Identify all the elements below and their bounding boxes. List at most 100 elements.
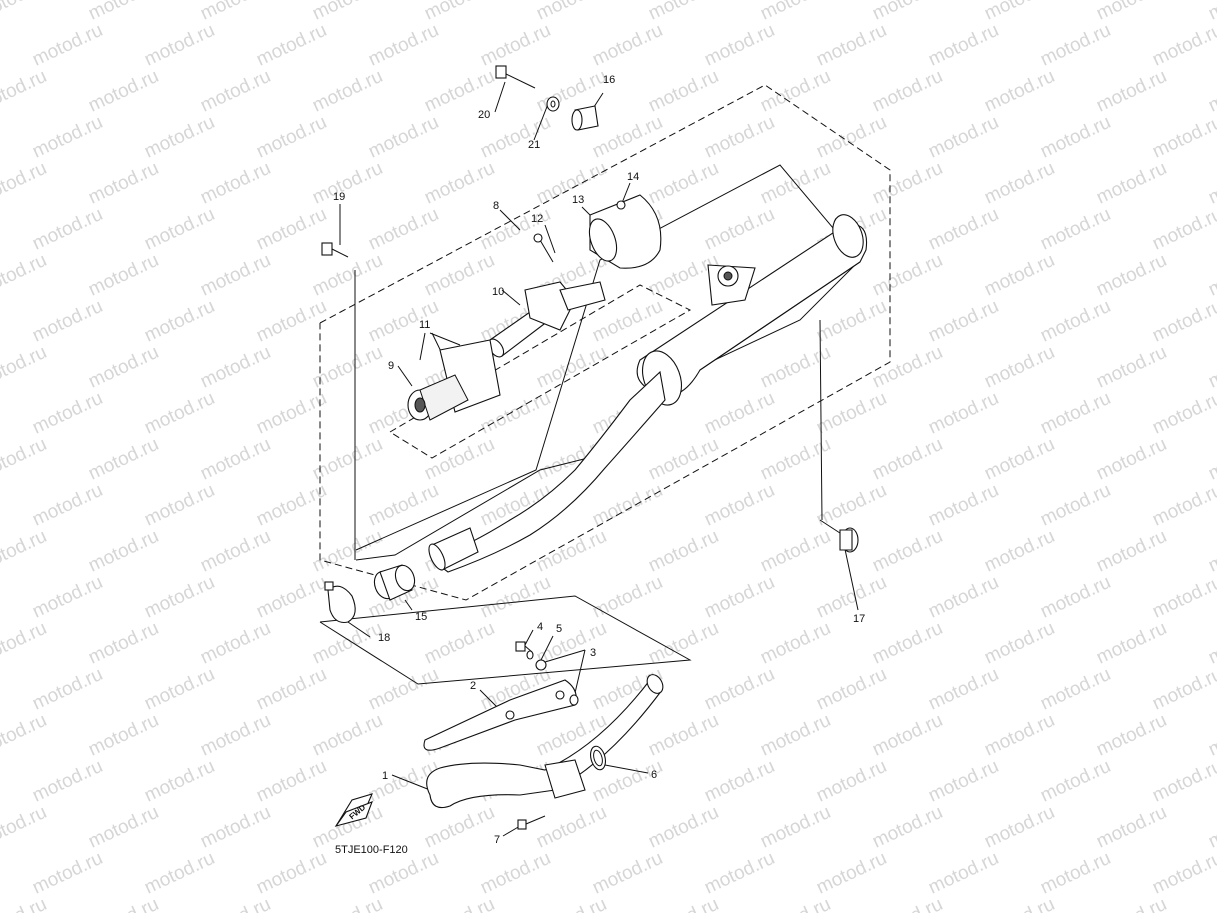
watermark-text: motod.ru bbox=[141, 756, 218, 807]
watermark-text: motod.ru bbox=[253, 388, 330, 439]
watermark-text: motod.ru bbox=[645, 158, 722, 209]
watermark-text: motod.ru bbox=[1093, 526, 1170, 577]
callout-13: 13 bbox=[572, 194, 584, 206]
callout-12: 12 bbox=[531, 213, 543, 225]
watermark-text: motod.ru bbox=[1205, 66, 1217, 117]
callout-21: 21 bbox=[528, 139, 540, 151]
watermark-text: motod.ru bbox=[365, 112, 442, 163]
watermark-text: motod.ru bbox=[1149, 112, 1217, 163]
gasket-6 bbox=[590, 745, 606, 771]
watermark-text: motod.ru bbox=[253, 756, 330, 807]
watermark-text: motod.ru bbox=[477, 20, 554, 71]
watermark-text: motod.ru bbox=[981, 250, 1058, 301]
watermark-text: motod.ru bbox=[141, 112, 218, 163]
watermark-text: motod.ru bbox=[1205, 526, 1217, 577]
callout-4: 4 bbox=[537, 621, 543, 633]
watermark-text: motod.ru bbox=[869, 250, 946, 301]
muffler-inner-outline bbox=[355, 164, 861, 561]
watermark-text: motod.ru bbox=[309, 710, 386, 761]
watermark-text: motod.ru bbox=[701, 664, 778, 715]
watermark-text: motod.ru bbox=[645, 710, 722, 761]
watermark-text: motod.ru bbox=[0, 894, 50, 913]
watermark-text: motod.ru bbox=[981, 66, 1058, 117]
watermark-text: motod.ru bbox=[197, 802, 274, 853]
watermark-text: motod.ru bbox=[253, 480, 330, 531]
watermark-text: motod.ru bbox=[1093, 66, 1170, 117]
watermark-text: motod.ru bbox=[309, 434, 386, 485]
watermark-text: motod.ru bbox=[85, 250, 162, 301]
watermark-text: motod.ru bbox=[925, 664, 1002, 715]
washer-5 bbox=[526, 650, 534, 660]
watermark-text: motod.ru bbox=[869, 894, 946, 913]
watermark-text: motod.ru bbox=[0, 342, 50, 393]
diagram-code: 5TJE100-F120 bbox=[335, 844, 408, 856]
watermark-text: motod.ru bbox=[1037, 664, 1114, 715]
watermark-text: motod.ru bbox=[365, 664, 442, 715]
watermark-text: motod.ru bbox=[869, 618, 946, 669]
watermark-text: motod.ru bbox=[253, 664, 330, 715]
watermark-text: motod.ru bbox=[253, 572, 330, 623]
watermark-text: motod.ru bbox=[589, 572, 666, 623]
callout-20: 20 bbox=[478, 109, 490, 121]
watermark-text: motod.ru bbox=[1037, 296, 1114, 347]
watermark-text: motod.ru bbox=[1037, 112, 1114, 163]
watermark-text: motod.ru bbox=[1205, 618, 1217, 669]
muffler-body bbox=[636, 214, 868, 406]
watermark-text: motod.ru bbox=[533, 342, 610, 393]
watermark-text: motod.ru bbox=[1093, 802, 1170, 853]
watermark-text: motod.ru bbox=[869, 526, 946, 577]
watermark-text: motod.ru bbox=[701, 480, 778, 531]
watermark-text: motod.ru bbox=[197, 158, 274, 209]
bolt-12 bbox=[533, 233, 554, 263]
watermark-text: motod.ru bbox=[1205, 250, 1217, 301]
callout-19: 19 bbox=[333, 191, 345, 203]
watermark-text: motod.ru bbox=[421, 894, 498, 913]
watermark-text: motod.ru bbox=[309, 894, 386, 913]
watermark-text: motod.ru bbox=[1037, 572, 1114, 623]
watermark-text: motod.ru bbox=[1037, 388, 1114, 439]
watermark-text: motod.ru bbox=[925, 20, 1002, 71]
watermark-text: motod.ru bbox=[701, 112, 778, 163]
watermark-text: motod.ru bbox=[1149, 572, 1217, 623]
watermark-text: motod.ru bbox=[813, 664, 890, 715]
watermark-text: motod.ru bbox=[1149, 20, 1217, 71]
watermark-text: motod.ru bbox=[421, 250, 498, 301]
watermark-text: motod.ru bbox=[981, 618, 1058, 669]
watermark-text: motod.ru bbox=[141, 388, 218, 439]
watermark-text: motod.ru bbox=[1093, 158, 1170, 209]
watermark-text: motod.ru bbox=[869, 158, 946, 209]
watermark-text: motod.ru bbox=[813, 756, 890, 807]
watermark-text: motod.ru bbox=[813, 112, 890, 163]
watermark-text: motod.ru bbox=[421, 802, 498, 853]
watermark-text: motod.ru bbox=[981, 710, 1058, 761]
watermark-text: motod.ru bbox=[29, 112, 106, 163]
watermark-text: motod.ru bbox=[197, 66, 274, 117]
assembly-outlines bbox=[319, 84, 891, 685]
callout-6: 6 bbox=[651, 769, 657, 781]
watermark-text: motod.ru bbox=[85, 618, 162, 669]
callout-8: 8 bbox=[493, 200, 499, 212]
watermark-text: motod.ru bbox=[701, 848, 778, 899]
watermark-text: motod.ru bbox=[1205, 802, 1217, 853]
watermark-text: motod.ru bbox=[589, 20, 666, 71]
washer-21 bbox=[546, 96, 560, 112]
watermark-text: motod.ru bbox=[309, 526, 386, 577]
watermark-text: motod.ru bbox=[197, 526, 274, 577]
watermark-text: motod.ru bbox=[533, 526, 610, 577]
watermark-text: motod.ru bbox=[197, 894, 274, 913]
watermark-text: motod.ru bbox=[29, 664, 106, 715]
callout-11: 11 bbox=[419, 319, 430, 331]
watermark-text: motod.ru bbox=[757, 66, 834, 117]
watermark-text: motod.ru bbox=[1149, 296, 1217, 347]
gasket-15 bbox=[373, 564, 416, 601]
watermark-text: motod.ru bbox=[645, 526, 722, 577]
watermark-text: motod.ru bbox=[701, 756, 778, 807]
watermark-text: motod.ru bbox=[813, 848, 890, 899]
spark-arrester-pipe bbox=[487, 281, 606, 358]
watermark-text: motod.ru bbox=[1205, 342, 1217, 393]
end-cap bbox=[588, 194, 662, 269]
callout-14: 14 bbox=[627, 171, 639, 183]
watermark-text: motod.ru bbox=[869, 66, 946, 117]
watermark-text: motod.ru bbox=[925, 848, 1002, 899]
screw-14 bbox=[616, 200, 626, 210]
